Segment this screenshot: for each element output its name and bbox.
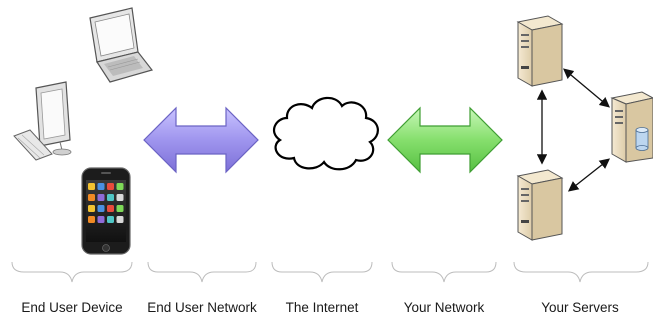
server-icon xyxy=(516,15,564,87)
section-label-your-servers: Your Servers xyxy=(541,300,619,315)
server-icon xyxy=(516,169,564,241)
server-connections xyxy=(536,68,611,192)
smartphone-icon xyxy=(81,167,131,255)
server-with-database-icon xyxy=(610,91,653,163)
desktop-computer-icon xyxy=(13,81,72,161)
section-label-your-network: Your Network xyxy=(403,300,485,315)
green-double-arrow-icon xyxy=(387,106,503,174)
section-label-end-user-device: End User Device xyxy=(21,300,123,315)
purple-double-arrow-icon xyxy=(143,106,259,174)
database-icon xyxy=(635,127,649,151)
section-label-the-internet: The Internet xyxy=(285,300,359,315)
section-label-end-user-network: End User Network xyxy=(147,300,257,315)
section-braces xyxy=(11,261,649,283)
laptop-icon xyxy=(89,7,154,83)
cloud-icon xyxy=(272,96,379,171)
